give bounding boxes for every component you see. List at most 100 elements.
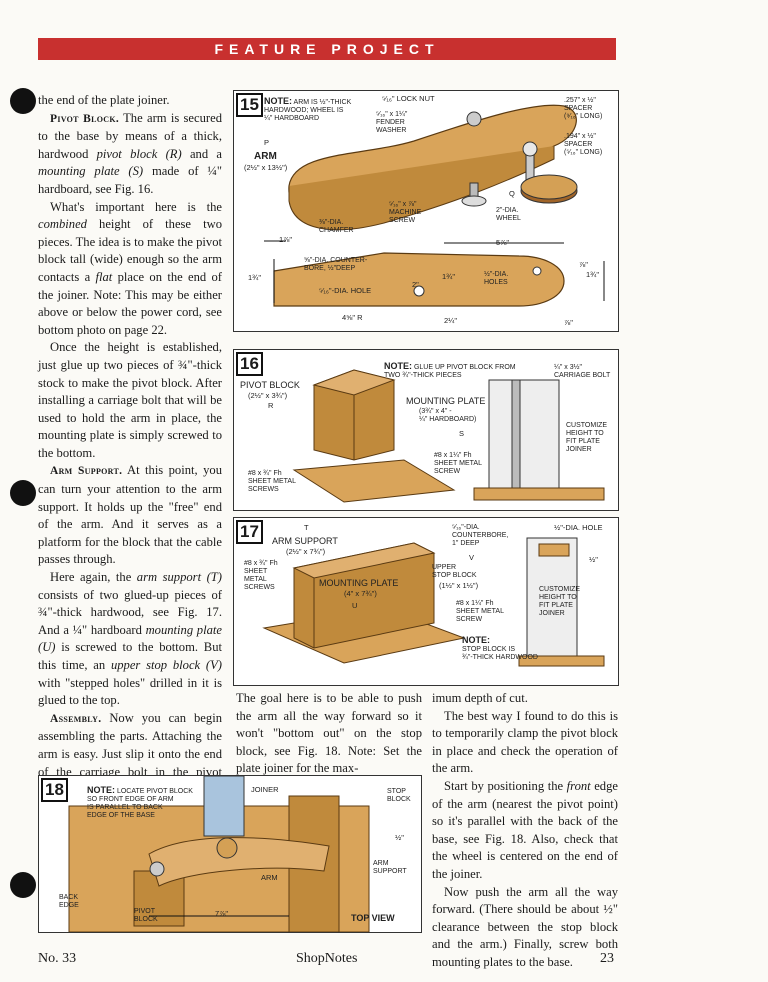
note: NOTE: GLUE UP PIVOT BLOCK FROM TWO ¾"-TH…: [384, 362, 516, 380]
stop-dims: (1½" x 1½"): [439, 581, 479, 590]
plate-label: MOUNTING PLATE: [319, 578, 399, 588]
note-title: NOTE:: [384, 361, 412, 371]
locknut-label: ⁵⁄₁₆" LOCK NUT: [382, 94, 435, 103]
stop-label: STOP BLOCK: [387, 788, 411, 803]
paragraph: The best way I found to do this is to te…: [432, 708, 618, 776]
figure-18: 18 NOTE: LOCATE PIVOT BLOCK SO FRONT EDG…: [38, 775, 422, 933]
part-letter: V: [469, 553, 475, 562]
joiner-label: JOINER: [251, 785, 279, 794]
figure-15: 15 NOTE: ARM IS ½"-THICK HARDWOOD; WHEEL…: [233, 90, 619, 332]
top-view-drawing: [68, 776, 370, 932]
dimension: 4⅝" R: [342, 313, 363, 322]
stop-label: UPPER STOP BLOCK: [432, 564, 477, 579]
issue-number: No. 33: [38, 951, 77, 966]
washer-label: ⁵⁄₁₆" x 1¼" FENDER WASHER: [376, 111, 408, 134]
dimension: 1¾": [442, 272, 456, 281]
counterbore-label: ⁵⁄₁₆"-DIA. COUNTERBORE, 1" DEEP: [452, 524, 509, 547]
text: and a: [181, 146, 222, 161]
paragraph: Here again, the arm support (T) consists…: [38, 569, 222, 710]
screw-label: #8 x ¾" Fh SHEET METAL SCREWS: [248, 470, 296, 493]
arm-label: ARM: [261, 873, 278, 882]
plate-dims: (3¾" x 4" - ¼" HARDBOARD): [419, 408, 477, 423]
arm-support-label: ARM SUPPORT: [272, 536, 338, 546]
part-letter: R: [268, 401, 274, 410]
figure-number: 15: [236, 93, 263, 117]
note-text: STOP BLOCK IS ¾"-THICK HARDWOOD: [462, 646, 538, 661]
pivot-dims: (2½" x 3¾"): [248, 391, 288, 400]
hole-label: ½"-DIA. HOLE: [554, 523, 603, 532]
arm-dims: (2½" x 13½"): [244, 163, 288, 172]
screw-label: #8 x 1¼" Fh SHEET METAL SCREW: [434, 452, 482, 475]
text: height of these two pieces. The idea is …: [38, 217, 222, 284]
spacer-label: .257" x ½" SPACER (⁹⁄₁₆" LONG): [564, 97, 603, 120]
paragraph: Pivot Block. The arm is secured to the b…: [38, 110, 222, 199]
chamfer-label: ⅜"-DIA. CHAMFER: [319, 219, 354, 234]
spacer-label: .194" x ½" SPACER (⁵⁄₁₆" LONG): [564, 133, 603, 156]
arm-drawing: [264, 104, 605, 307]
part-letter: S: [459, 429, 465, 438]
plate-label: MOUNTING PLATE: [406, 396, 486, 406]
paragraph: Arm Support. At this point, you can turn…: [38, 462, 222, 569]
arm-support-dims: (2½" x 7¾"): [286, 547, 326, 556]
figure-16: 16 NOTE: GLUE UP PIVOT BLOCK FROM TWO ¾"…: [233, 349, 619, 511]
text: arm support (T): [136, 570, 222, 585]
screws-label: #8 x ¾" Fh SHEET METAL SCREWS: [244, 560, 278, 591]
article-column-1: the end of the plate joiner. Pivot Block…: [38, 92, 222, 852]
pivot-block-drawing: [292, 369, 605, 503]
figure-number: 18: [41, 778, 68, 802]
note: NOTE: STOP BLOCK IS ¾"-THICK HARDWOOD: [462, 636, 538, 662]
dimension: ⅞": [579, 260, 588, 269]
text: flat: [95, 269, 113, 284]
text: consists of two glued-up pieces of ¾"-th…: [38, 587, 222, 637]
note: NOTE: ARM IS ½"-THICK HARDWOOD; WHEEL IS…: [264, 97, 351, 123]
paragraph: imum depth of cut.: [432, 691, 528, 705]
run-in-heading: Assembly.: [50, 712, 102, 725]
text: is screwed to the bottom. But this time,…: [38, 640, 222, 672]
arm-label: ARM: [254, 151, 277, 162]
text: pivot block (R): [96, 146, 182, 161]
dimension: 1⅞": [279, 235, 293, 244]
support-label: ARM SUPPORT: [373, 860, 407, 875]
text: front: [566, 778, 591, 793]
publication-name: ShopNotes: [296, 951, 358, 966]
pivot-label: PIVOT BLOCK: [240, 380, 300, 390]
text: At this point, you can turn your attenti…: [38, 463, 222, 567]
part-letter: P: [264, 138, 270, 147]
note: NOTE: LOCATE PIVOT BLOCK SO FRONT EDGE O…: [87, 786, 193, 820]
note-text: ARM IS ½"-THICK HARDWOOD; WHEEL IS ¼" HA…: [264, 99, 352, 122]
dimension: ½": [395, 833, 404, 842]
holes-label: ½"-DIA. HOLES: [484, 271, 509, 286]
text: made of ¼" hardboard, see Fig. 16.: [38, 164, 222, 196]
note-title: NOTE:: [462, 635, 490, 645]
plate-dims: (4" x 7¾"): [344, 589, 377, 598]
article-column-2: The goal here is to be able to push the …: [236, 690, 422, 778]
paragraph: Now push the arm all the way forward. (T…: [432, 884, 618, 969]
pivot-label: PIVOT BLOCK: [134, 908, 158, 923]
hole-label: ⁵⁄₁₆"-DIA. HOLE: [319, 286, 372, 295]
page-number: 23: [600, 951, 614, 966]
feature-banner: FEATURE PROJECT: [38, 38, 616, 60]
view-label: TOP VIEW: [351, 913, 395, 923]
figure-number: 17: [236, 520, 263, 544]
text: edge of the arm (nearest the pivot point…: [432, 778, 618, 881]
article-column-3: imum depth of cut. The best way I found …: [432, 690, 618, 972]
text: mounting plate (U): [38, 622, 222, 655]
part-letter: U: [352, 601, 358, 610]
text: The arm is secured to the base by means …: [38, 110, 222, 161]
dimension: 2¼": [444, 316, 458, 325]
text: combined: [38, 217, 87, 232]
text: Here again, the: [50, 570, 137, 585]
note-title: NOTE:: [264, 96, 292, 106]
dimension: ½": [589, 555, 598, 564]
dimension: 1¾": [248, 273, 262, 282]
arm-support-drawing: [262, 537, 605, 667]
note-title: NOTE:: [87, 785, 115, 795]
customize-label: CUSTOMIZE HEIGHT TO FIT PLATE JOINER: [566, 422, 608, 453]
binder-hole: [10, 88, 36, 114]
paragraph: The goal here is to be able to push the …: [236, 691, 422, 776]
dimension: 5⅞": [496, 238, 510, 247]
dimension: 7⅞": [215, 909, 229, 918]
wheel-label: 2"-DIA. WHEEL: [496, 207, 521, 222]
note-text: GLUE UP PIVOT BLOCK FROM TWO ¾"-THICK PI…: [384, 364, 516, 379]
run-in-heading: Arm Support.: [50, 465, 123, 478]
